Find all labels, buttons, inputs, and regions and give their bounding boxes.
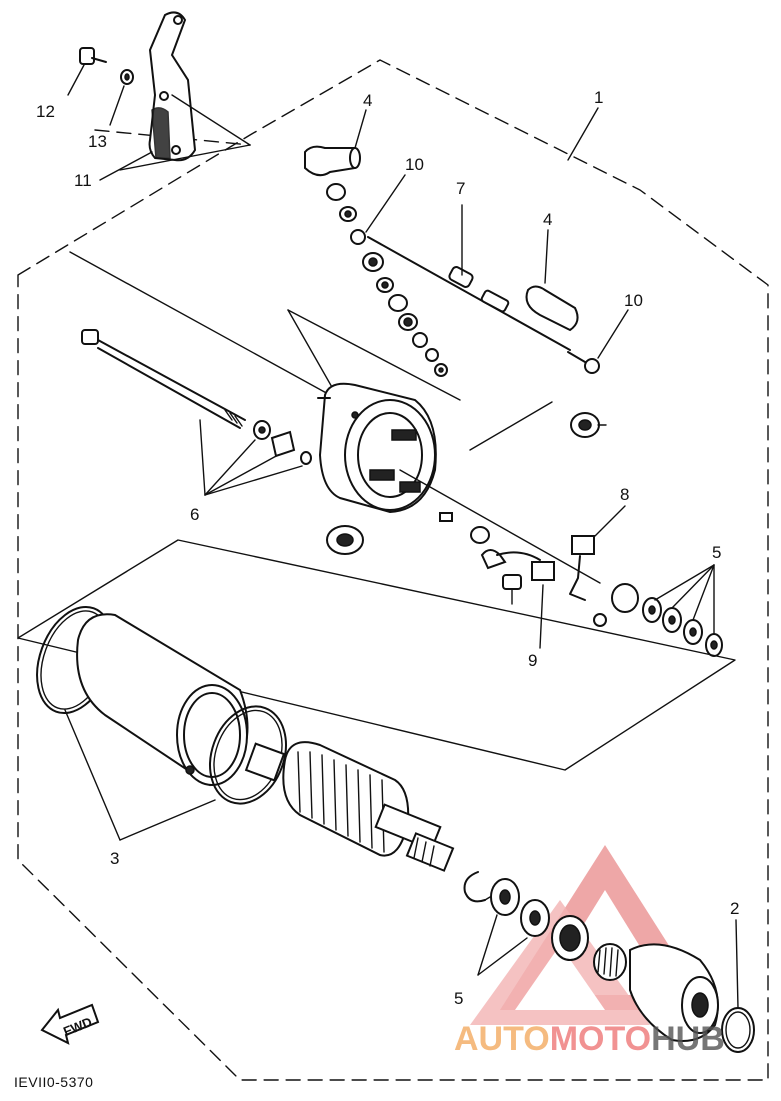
callout-2: 2 — [730, 899, 739, 918]
watermark-text: AUTOMOTOHUB — [454, 1020, 725, 1058]
diagram-code: IEVII0-5370 — [14, 1074, 93, 1090]
ring-terminal-10 — [567, 309, 629, 374]
nut-washer-stack — [326, 183, 448, 377]
callout-7: 7 — [456, 179, 465, 198]
leader-3 — [64, 709, 216, 841]
oil-seal — [570, 412, 607, 438]
callout-1: 1 — [594, 88, 603, 107]
callout-12: 12 — [36, 102, 55, 121]
callout-10-top: 10 — [405, 155, 424, 174]
washer-group-5-upper — [611, 564, 723, 657]
callout-5-lower: 5 — [454, 989, 463, 1008]
circlip — [463, 871, 491, 903]
gear — [593, 943, 627, 981]
front-cover — [629, 943, 719, 1042]
watermark-auto: AUTO — [454, 1020, 550, 1058]
yoke-group-outline — [17, 539, 736, 771]
terminal-cap-4-right — [525, 229, 579, 332]
washer-group-6 — [199, 419, 312, 496]
leader-10-top — [365, 174, 406, 233]
terminal-group-outline — [69, 251, 553, 451]
callout-4-right: 4 — [543, 210, 552, 229]
washer-13 — [99, 69, 153, 181]
watermark-moto: MOTO — [550, 1020, 651, 1058]
callout-3: 3 — [110, 849, 119, 868]
callout-5-upper: 5 — [712, 543, 721, 562]
callout-9: 9 — [528, 651, 537, 670]
callout-11: 11 — [74, 171, 92, 190]
bearing — [551, 915, 589, 961]
bolt-12 — [67, 47, 107, 96]
yoke-housing — [76, 613, 249, 787]
fwd-arrow-icon — [40, 1003, 100, 1045]
rear-cover — [317, 382, 437, 514]
mounting-bracket — [119, 11, 251, 171]
o-ring-2 — [721, 919, 755, 1053]
callout-8: 8 — [620, 485, 629, 504]
armature — [244, 741, 455, 872]
callout-10-right: 10 — [624, 291, 643, 310]
terminal-lead-7 — [367, 204, 571, 351]
watermark-hub: HUB — [651, 1020, 725, 1058]
callout-13: 13 — [88, 132, 107, 151]
callout-6: 6 — [190, 505, 199, 524]
brush-holder-group — [399, 469, 626, 649]
terminal-cap-4 — [304, 109, 367, 177]
callout-4-top: 4 — [363, 91, 372, 110]
bearing-small — [326, 525, 364, 555]
washer-group-5-lower — [477, 878, 550, 976]
through-bolt — [81, 329, 246, 429]
